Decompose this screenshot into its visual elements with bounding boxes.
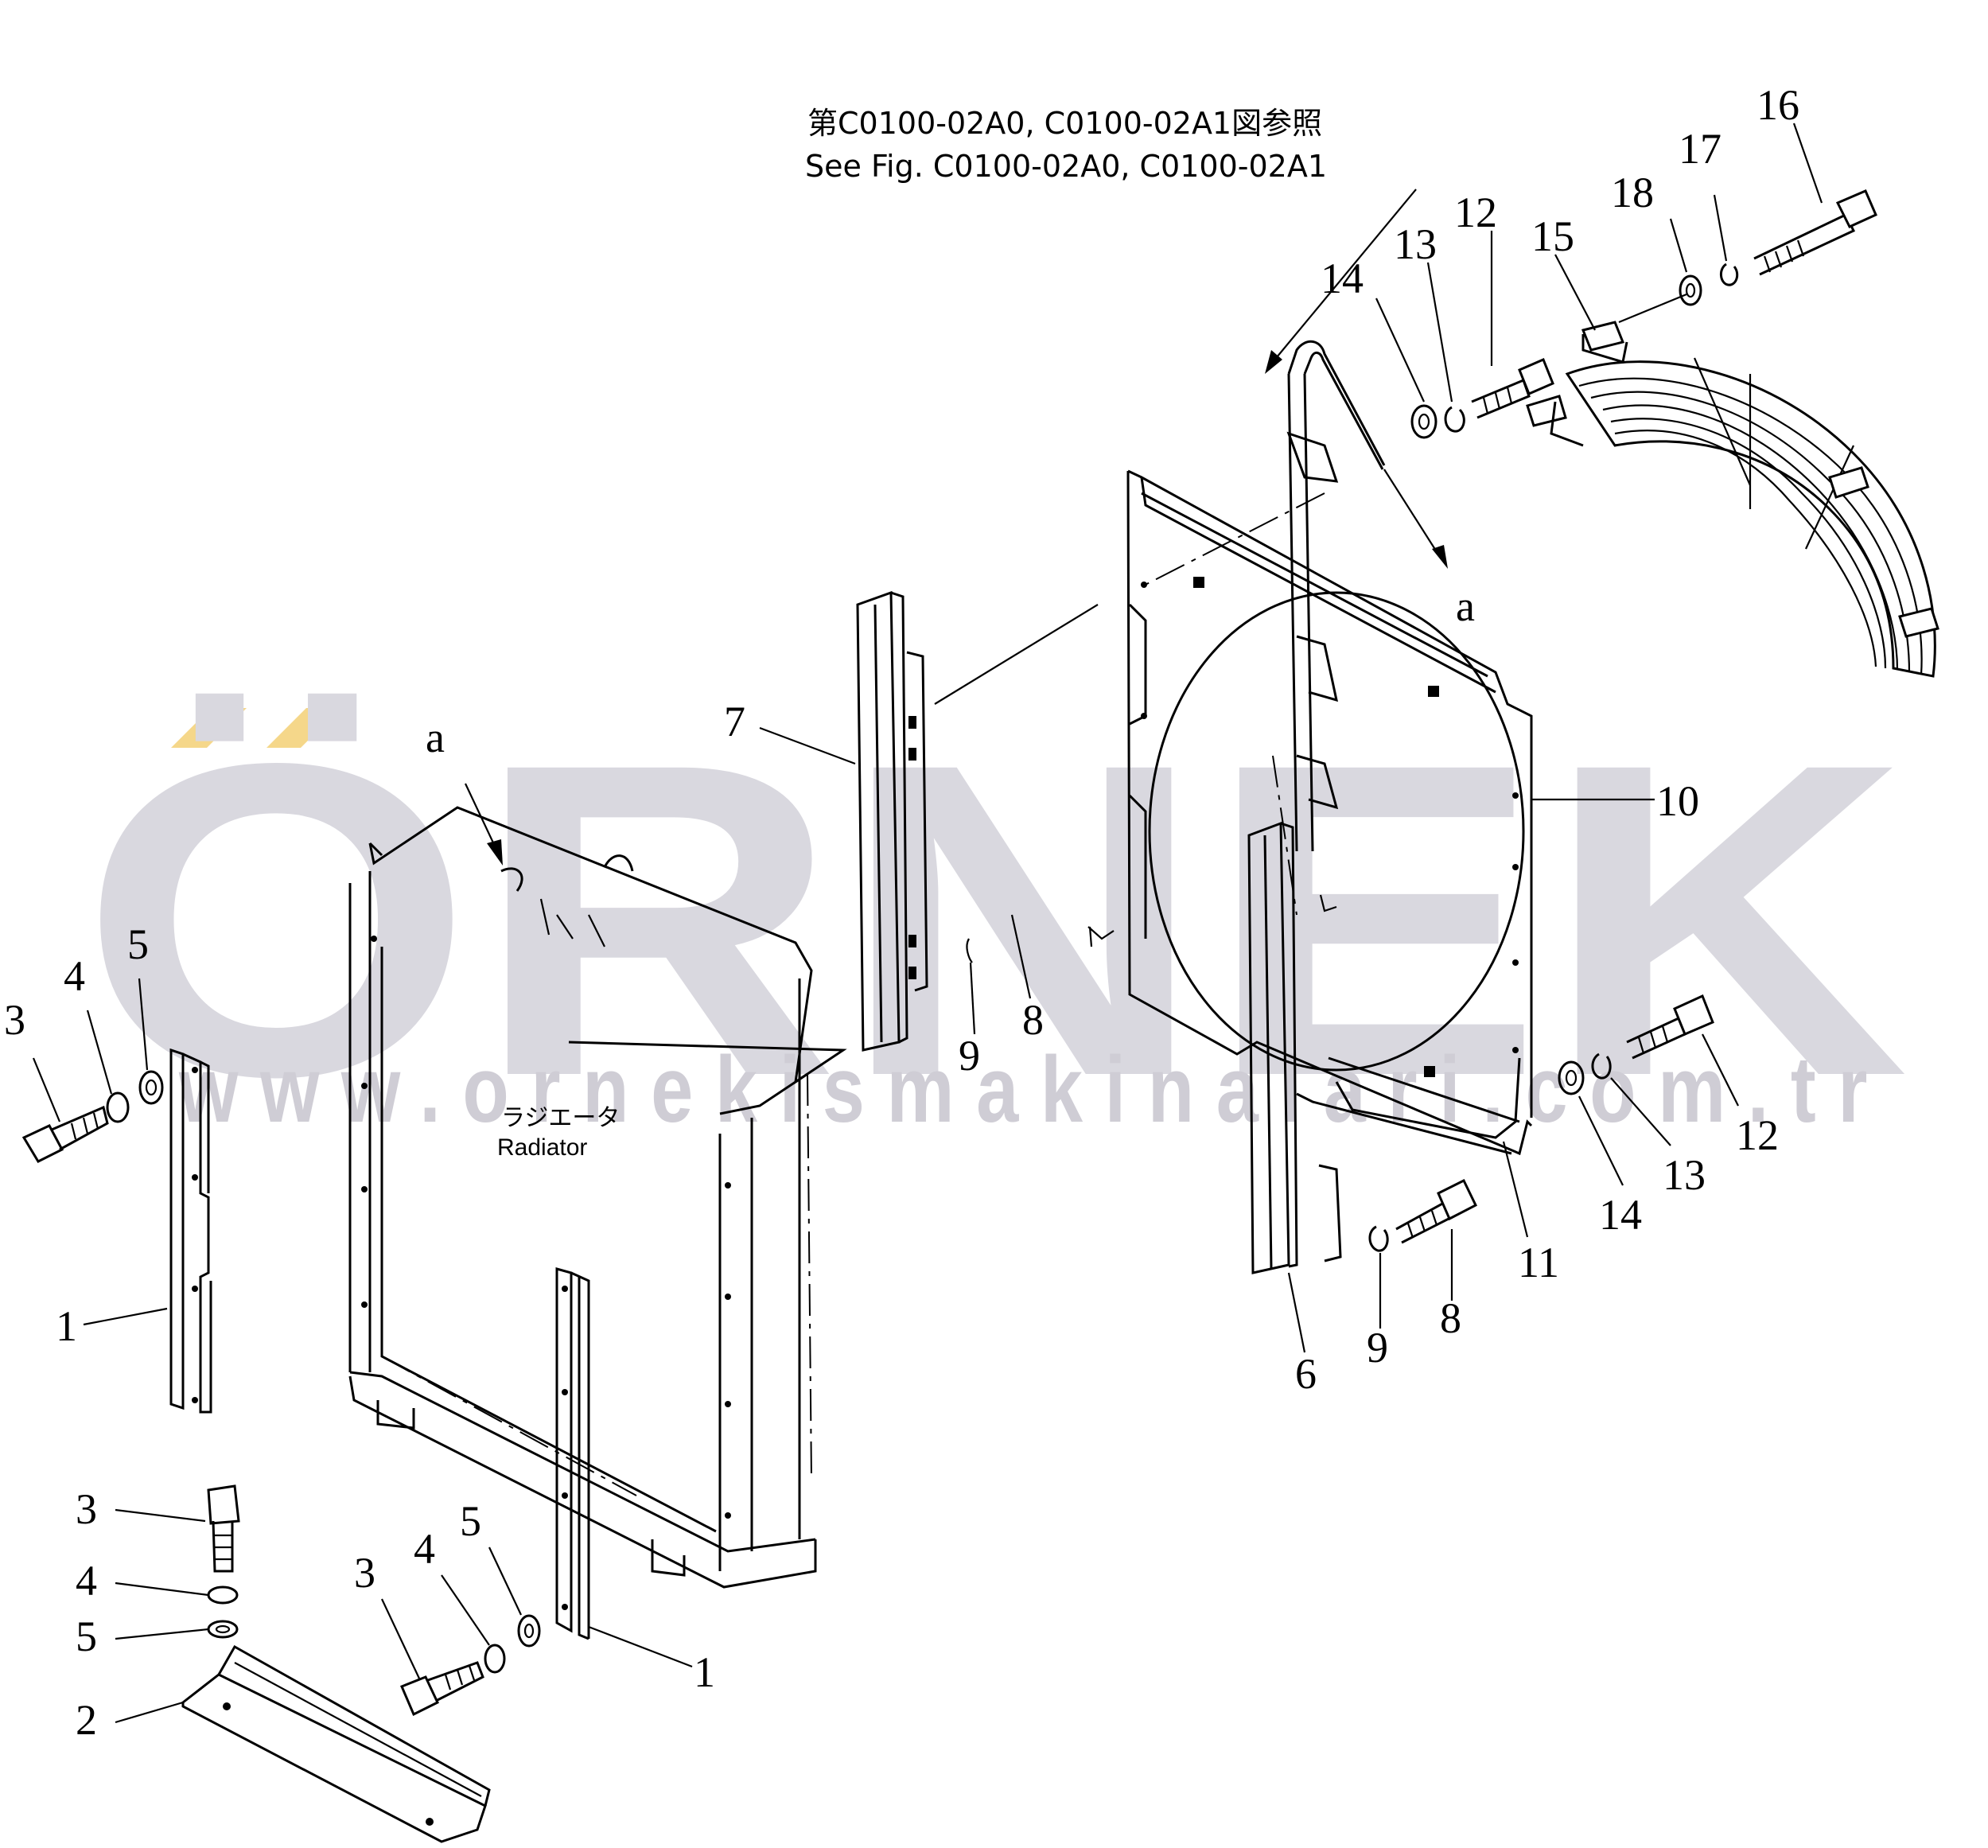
- callout-4-top: 4: [64, 952, 85, 1000]
- callout-9-lower: 9: [1367, 1324, 1388, 1371]
- reference-note-jp: 第C0100-02A0, C0100-02A1図参照: [807, 106, 1322, 141]
- bolt-12-top: [1471, 358, 1554, 419]
- washer-5-bottom: [517, 1614, 541, 1648]
- fan-guard-15: [1526, 293, 1939, 678]
- bolt-3-mid: [207, 1484, 240, 1573]
- callout-3-top: 3: [4, 996, 25, 1044]
- washer-17: [1720, 263, 1739, 286]
- bolt-8-lower: [1395, 1178, 1477, 1244]
- callout-15: 15: [1531, 212, 1574, 260]
- callout-4-bottom: 4: [414, 1525, 435, 1573]
- washer-4-top: [106, 1091, 130, 1123]
- callout-9-upper: 9: [959, 1032, 980, 1080]
- callout-3-bottom: 3: [354, 1549, 375, 1597]
- watermark-accent-right: [266, 708, 340, 748]
- callout-labels: a a 1 1 2 3 3 3 4 4 4 5 5 5 6 7 8 8 9 9 …: [4, 81, 1799, 1744]
- bracket-1-left: [169, 1048, 212, 1414]
- callout-5-mid: 5: [76, 1613, 97, 1660]
- callout-10: 10: [1656, 777, 1699, 825]
- callout-18: 18: [1611, 169, 1654, 216]
- callout-7: 7: [724, 698, 745, 745]
- washer-18: [1679, 274, 1702, 306]
- radiator: [348, 806, 847, 1589]
- callout-4-mid: 4: [76, 1557, 97, 1605]
- watermark-url: www.ornekismakinalari.com.tr: [178, 1037, 1889, 1142]
- bolt-12-right: [1626, 994, 1714, 1060]
- callout-5-bottom: 5: [460, 1497, 481, 1545]
- reference-note: 第C0100-02A0, C0100-02A1図参照 See Fig. C010…: [805, 106, 1417, 374]
- guide-6: [1247, 755, 1342, 1274]
- callout-8-upper: 8: [1022, 996, 1044, 1044]
- callout-1-left: 1: [56, 1302, 77, 1350]
- callout-13-top: 13: [1394, 220, 1437, 268]
- reference-note-en: See Fig. C0100-02A0, C0100-02A1: [805, 149, 1327, 184]
- arrow-a-left-line: [465, 783, 498, 852]
- arrow-a-right-head: [1432, 545, 1448, 569]
- plate-2: [181, 1644, 491, 1843]
- bracket-1-right: [555, 1267, 590, 1640]
- callout-13-right: 13: [1663, 1151, 1706, 1199]
- bolt-3-top: [21, 1105, 109, 1163]
- callout-17: 17: [1679, 125, 1722, 173]
- washer-14-top: [1410, 404, 1438, 439]
- spring-9-upper: [966, 938, 973, 963]
- guide-7: [856, 590, 1099, 1052]
- callout-2: 2: [76, 1696, 97, 1744]
- callout-6: 6: [1295, 1350, 1317, 1398]
- fan-shroud-10: [1087, 469, 1533, 1156]
- radiator-label-en: Radiator: [497, 1134, 587, 1161]
- callout-a-right: a: [1456, 582, 1475, 630]
- callout-12-top: 12: [1454, 189, 1497, 236]
- watermark-brand: ÖRNEK: [80, 671, 1909, 1169]
- callout-16: 16: [1757, 81, 1799, 129]
- bolt-3-bottom: [400, 1661, 484, 1717]
- washer-4-bottom: [484, 1644, 506, 1674]
- callout-11: 11: [1518, 1239, 1559, 1286]
- callout-5-top: 5: [127, 920, 149, 968]
- washer-13-right: [1591, 1052, 1612, 1080]
- washer-5-mid: [207, 1620, 239, 1639]
- callout-14-right: 14: [1599, 1191, 1642, 1239]
- washer-4-mid: [207, 1585, 239, 1605]
- bolt-16: [1753, 189, 1877, 276]
- callout-8-lower: 8: [1440, 1294, 1461, 1342]
- watermark: ÖRNEK www.ornekismakinalari.com.tr: [80, 671, 1909, 1169]
- callout-1-right: 1: [694, 1648, 715, 1696]
- callout-3-mid: 3: [76, 1485, 97, 1533]
- washer-13-top: [1444, 406, 1465, 433]
- washer-14-right: [1558, 1060, 1585, 1095]
- radiator-label-jp: ラジエータ: [501, 1105, 620, 1131]
- washer-9-lower: [1368, 1225, 1389, 1252]
- callout-a-left: a: [426, 714, 445, 761]
- washer-5-top: [138, 1070, 164, 1105]
- tube: [1137, 340, 1386, 852]
- callout-14-top: 14: [1321, 255, 1364, 302]
- watermark-accent-left: [171, 708, 247, 748]
- arrow-a-right-line: [1383, 469, 1441, 558]
- callout-12-right: 12: [1736, 1111, 1779, 1159]
- leader-lines: [32, 123, 1823, 1724]
- arrow-a-left-head: [487, 839, 503, 866]
